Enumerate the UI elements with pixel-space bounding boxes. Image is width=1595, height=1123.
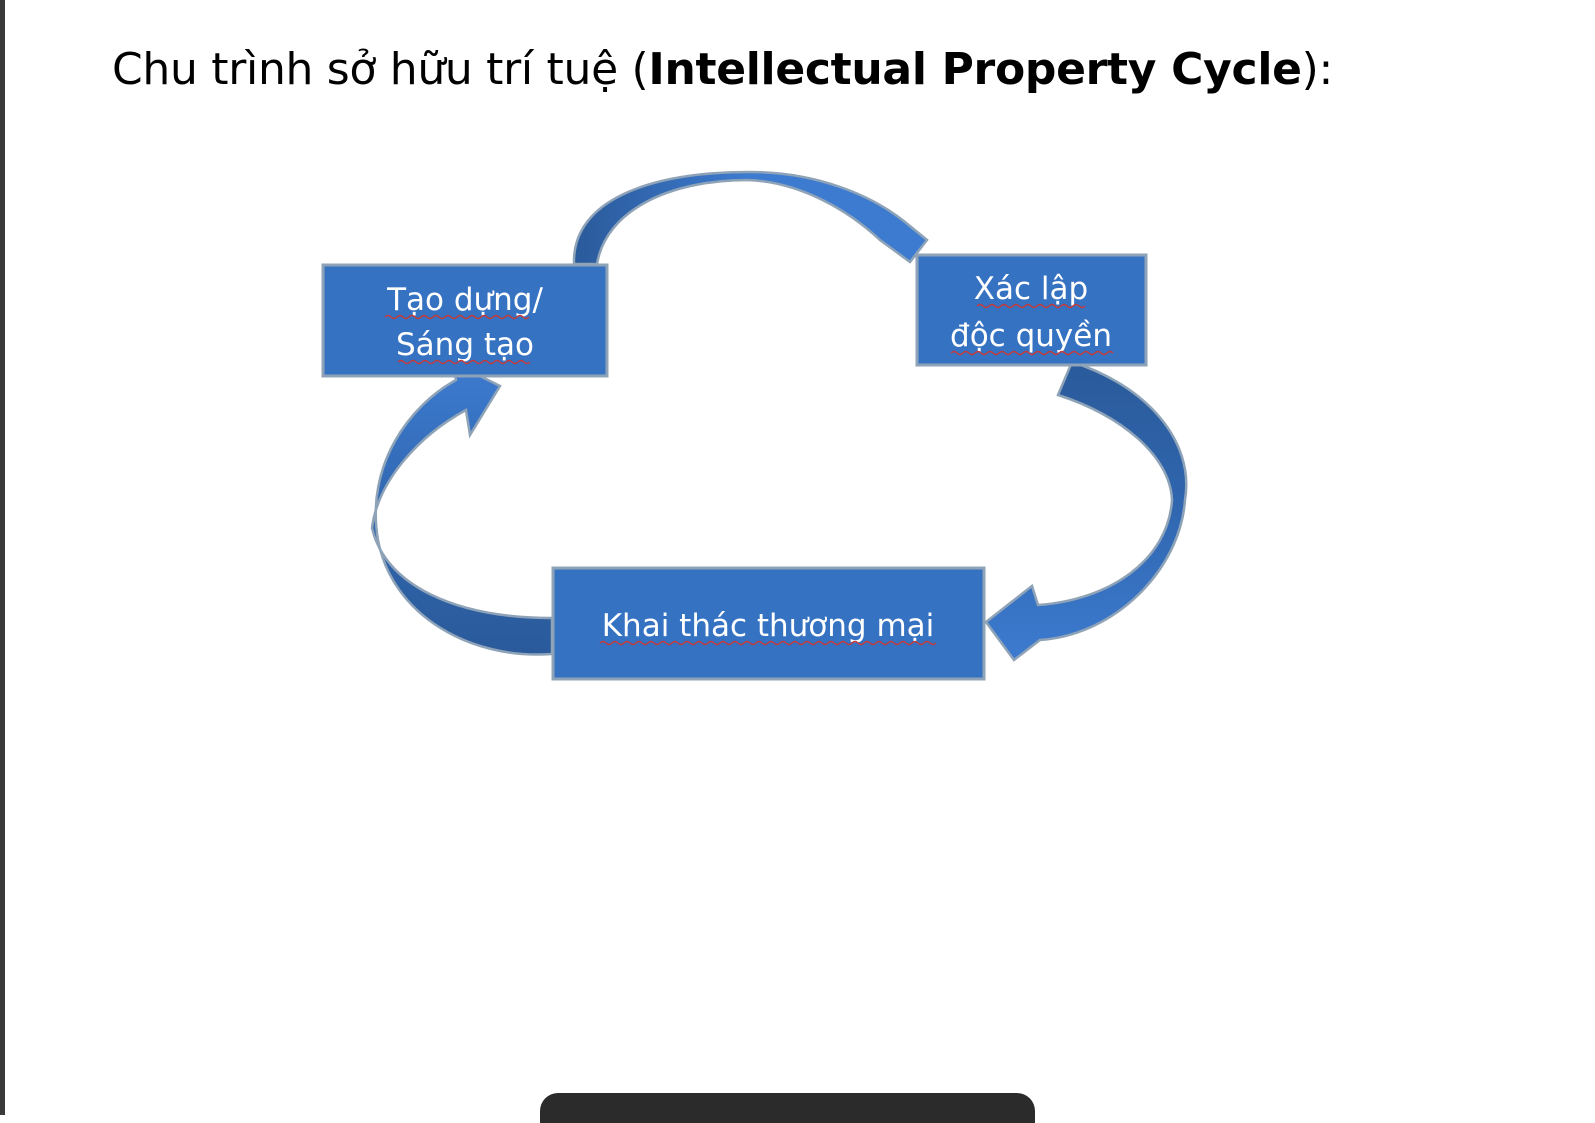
spellcheck-underline (950, 350, 1114, 356)
spellcheck-underline (976, 303, 1086, 309)
window-left-edge (0, 0, 5, 1115)
arrow-establish-to-exploit (984, 360, 1188, 662)
node-establish: Xác lập độc quyền (915, 253, 1148, 367)
node-establish-label-line1: Xác lập (974, 271, 1088, 307)
node-create-box (321, 263, 609, 378)
title-suffix: ): (1301, 44, 1334, 95)
arrow-create-to-establish (572, 170, 929, 266)
node-exploit-label: Khai thác thương mại (602, 608, 935, 644)
node-create: Tạo dựng/ Sáng tạo (321, 263, 609, 378)
arrow-exploit-to-create (370, 359, 554, 656)
spellcheck-underline (384, 314, 530, 320)
node-establish-box (915, 253, 1148, 367)
node-exploit: Khai thác thương mại (551, 566, 986, 681)
page-title: Chu trình sở hữu trí tuệ (Intellectual P… (112, 44, 1333, 95)
bottom-toolbar-edge[interactable] (540, 1093, 1035, 1123)
title-prefix: Chu trình sở hữu trí tuệ ( (112, 44, 649, 95)
node-establish-label-line2: độc quyền (950, 318, 1112, 354)
node-exploit-box (551, 566, 986, 681)
spellcheck-underline (599, 640, 937, 646)
node-create-label-line1: Tạo dựng/ (386, 282, 543, 318)
node-create-label-line2: Sáng tạo (396, 327, 534, 363)
spellcheck-underline (397, 359, 531, 365)
title-bold: Intellectual Property Cycle (648, 44, 1302, 95)
